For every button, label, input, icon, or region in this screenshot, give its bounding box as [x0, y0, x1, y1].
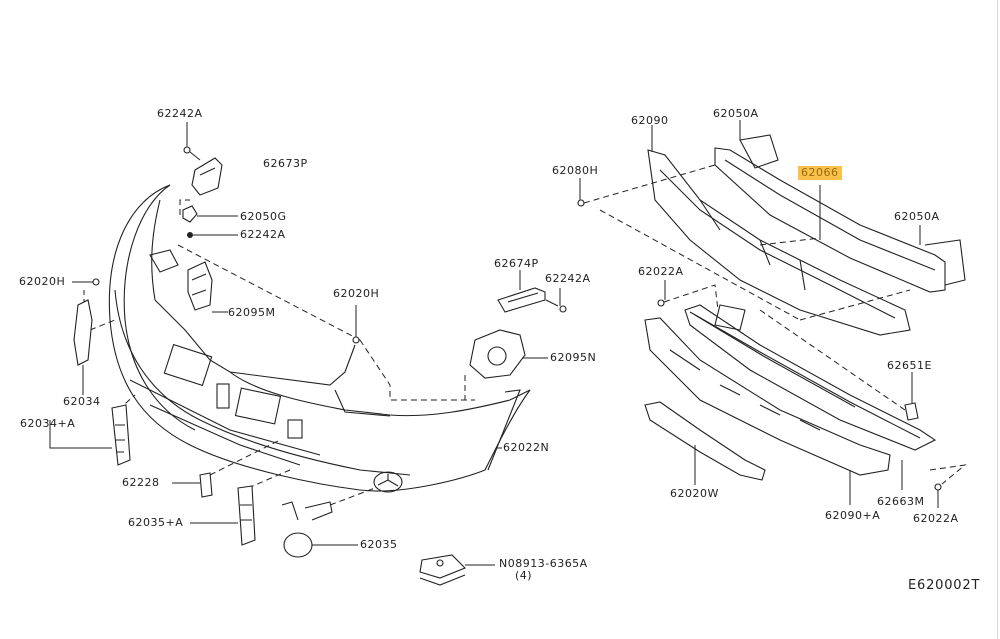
- label-62066-highlighted[interactable]: 62066: [798, 166, 842, 180]
- part-62090[interactable]: [647, 125, 911, 336]
- part-62034A[interactable]: [49, 404, 131, 466]
- part-08913-6365A[interactable]: [419, 554, 495, 586]
- label-62090A[interactable]: 62090+A: [825, 509, 881, 522]
- part-62674P[interactable]: [497, 270, 546, 313]
- label-62080H[interactable]: 62080H: [552, 164, 599, 177]
- label-62095M[interactable]: 62095M: [228, 306, 276, 319]
- part-62020H-center[interactable]: [352, 305, 360, 344]
- label-62242A-right[interactable]: 62242A: [545, 272, 591, 285]
- part-62651E[interactable]: [904, 372, 919, 421]
- part-62020H-left[interactable]: [72, 278, 100, 286]
- part-62035[interactable]: [281, 501, 358, 558]
- part-62095N[interactable]: [469, 329, 548, 379]
- label-62035[interactable]: 62035: [360, 538, 398, 551]
- part-62663M[interactable]: [684, 304, 937, 490]
- part-62022A-top[interactable]: [657, 280, 666, 307]
- label-62050A-right[interactable]: 62050A: [894, 210, 940, 223]
- part-62080H[interactable]: [577, 178, 585, 207]
- part-62095M[interactable]: [187, 261, 228, 313]
- label-62242A-top[interactable]: 62242A: [157, 107, 203, 120]
- part-62228[interactable]: [172, 472, 213, 498]
- label-62034A[interactable]: 62034+A: [20, 417, 76, 430]
- label-62022N[interactable]: 62022N: [503, 441, 550, 454]
- part-62050G[interactable]: [182, 205, 238, 223]
- label-62090[interactable]: 62090: [631, 114, 669, 127]
- part-62242A-top[interactable]: [183, 122, 201, 161]
- part-62035A[interactable]: [190, 485, 256, 546]
- figure-code: E620002T: [908, 578, 981, 593]
- part-62242A-right[interactable]: [545, 288, 567, 313]
- part-62090A[interactable]: [644, 317, 891, 505]
- label-62651E[interactable]: 62651E: [887, 359, 932, 372]
- label-62022A-bottom[interactable]: 62022A: [913, 512, 959, 525]
- label-62050A-top[interactable]: 62050A: [713, 107, 759, 120]
- label-62228[interactable]: 62228: [122, 476, 160, 489]
- label-62095N[interactable]: 62095N: [550, 351, 597, 364]
- label-62020H-center[interactable]: 62020H: [333, 287, 380, 300]
- label-62674P[interactable]: 62674P: [494, 257, 539, 270]
- bumper-cover[interactable]: [108, 184, 531, 493]
- part-62020W[interactable]: [644, 401, 766, 485]
- part-62022A-bottom[interactable]: [934, 483, 942, 508]
- label-62673P[interactable]: 62673P: [263, 157, 308, 170]
- label-62022A-top[interactable]: 62022A: [638, 265, 684, 278]
- label-62034[interactable]: 62034: [63, 395, 101, 408]
- label-62242A-mid[interactable]: 62242A: [240, 228, 286, 241]
- label-62050G[interactable]: 62050G: [240, 210, 287, 223]
- part-62034[interactable]: [73, 299, 93, 395]
- part-62242A-mid[interactable]: [187, 232, 238, 238]
- part-62066[interactable]: [714, 134, 966, 293]
- label-62035A[interactable]: 62035+A: [128, 516, 184, 529]
- right-edge-divider: [997, 0, 998, 639]
- label-08913-qty: (4): [515, 569, 533, 582]
- part-62673P[interactable]: [191, 157, 223, 196]
- label-62663M[interactable]: 62663M: [877, 495, 925, 508]
- label-62020W[interactable]: 62020W: [670, 487, 719, 500]
- label-62020H-left[interactable]: 62020H: [19, 275, 66, 288]
- label-08913-6365A[interactable]: N08913-6365A: [499, 557, 588, 570]
